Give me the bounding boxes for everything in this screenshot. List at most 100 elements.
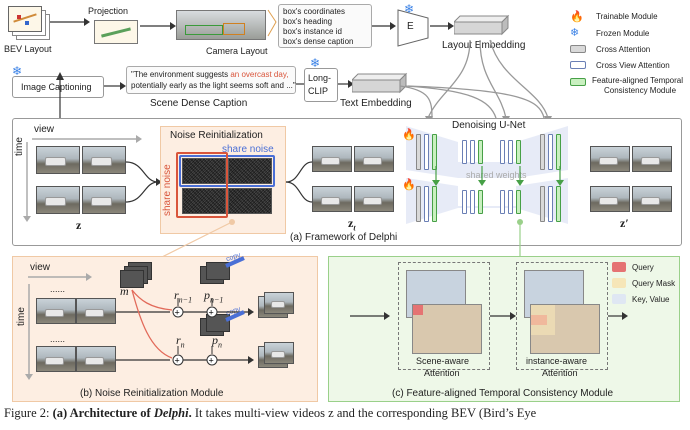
unet-bottom-bar-9: [516, 190, 521, 214]
zprime-frame-2: [632, 146, 672, 172]
plus-3: +: [175, 356, 180, 366]
encoder-block: [397, 9, 429, 47]
p-n-minus-1-label: pn−1: [204, 288, 223, 304]
unet-top-bar-11: [548, 134, 553, 170]
arrows-z-to-noise: [126, 161, 162, 203]
time-arrow: [23, 142, 31, 222]
box-fields-card: box's coordinates box's heading box's in…: [278, 4, 372, 48]
unet-bottom-bar-6: [478, 190, 483, 214]
zprime-frame-3: [590, 186, 630, 212]
r-n-sub: n: [180, 340, 185, 350]
p-n-minus-1-base: p: [204, 288, 210, 302]
p-n-label: pn: [212, 333, 222, 349]
r-n-label: rn: [176, 333, 185, 349]
temporal-module-panel: [328, 256, 680, 402]
unet-top-bar-6: [478, 140, 483, 164]
long-clip-box: Long- CLIP: [304, 68, 338, 102]
temporal-module-caption: (c) Feature-aligned Temporal Consistency…: [392, 388, 614, 399]
scene-frame-front: [412, 304, 482, 354]
unet-bottom-bar-10: [540, 186, 545, 222]
noise-module-frame-top-1: [36, 298, 76, 324]
projection-image: [94, 20, 138, 44]
box-field-instance-id: box's instance id: [283, 27, 342, 36]
instance-aware-label-1: instance-aware: [526, 356, 588, 366]
z-frame-1: [36, 146, 80, 174]
r-n-base: r: [176, 333, 181, 347]
temporal-mid-arrow: [490, 312, 516, 320]
scene-aware-dashed-box: [398, 262, 490, 370]
noise-patch-1: [182, 158, 226, 184]
z-frame-2: [82, 146, 126, 174]
unet-top-bar-4: [462, 140, 467, 164]
zt-frame-1: [312, 146, 352, 172]
noise-module-dots-bottom: ......: [50, 334, 66, 344]
zt-frame-3: [312, 186, 352, 212]
frozen-icon-encoder: ❄: [404, 2, 415, 16]
caption-quote-red: an overcast day,: [230, 70, 289, 79]
image-captioning-label: Image Captioning: [21, 82, 92, 92]
long-clip-label-2: CLIP: [308, 86, 329, 96]
feature-aligned-swatch: [570, 78, 586, 86]
frozen-icon-clip: ❄: [310, 56, 321, 70]
arrow-clip-to-text: [338, 80, 354, 88]
zprime-frame-1: [590, 146, 630, 172]
unet-bottom-bar-5: [470, 190, 475, 214]
unet-bottom-bar-8: [508, 190, 513, 214]
z-label: z: [76, 218, 82, 232]
scene-caption-card: "The environment suggests an overcast da…: [126, 66, 296, 94]
scene-aware-label-2: Attention: [424, 368, 460, 378]
text-embedding-bar: [352, 72, 408, 94]
noise-module-panel: [12, 256, 318, 402]
subpanel-connectors: [159, 219, 523, 259]
temporal-input-arrow: [350, 312, 390, 320]
p-n-minus-1-stack-2: [206, 262, 230, 280]
cross-view-swatch: [570, 61, 586, 69]
zt-frame-4: [354, 186, 394, 212]
instance-aware-dashed-box: [516, 262, 608, 370]
key-value-swatch: [612, 294, 626, 304]
bev-layout-label: BEV Layout: [4, 44, 52, 54]
zt-label-sub: t: [353, 223, 356, 233]
frozen-icon: ❄: [570, 27, 580, 39]
frozen-icon-captioning: ❄: [12, 64, 23, 78]
unet-top-bar-2: [424, 134, 429, 170]
noise-module-frame-top-2: [76, 298, 116, 324]
r-n-minus-1-base: r: [174, 288, 179, 302]
figure-caption-bold-italic: Delphi: [153, 406, 189, 420]
trainable-icon-unet-bottom: 🔥: [402, 179, 416, 191]
shared-weights-label: shared weights: [466, 170, 527, 180]
unet-bottom-bar-11: [548, 186, 553, 222]
unet-top-bar-1: [416, 134, 421, 170]
zprime-frame-4: [632, 186, 672, 212]
unet-bottom-bar-1: [416, 186, 421, 222]
noise-module-view-label: view: [30, 262, 51, 273]
unet-bottom-bar-7: [500, 190, 505, 214]
r-n-minus-1-sub: n−1: [178, 295, 193, 305]
legend-trainable: Trainable Module: [596, 12, 658, 21]
box-field-heading: box's heading: [283, 17, 333, 26]
layout-embedding-label: Layout Embedding: [442, 40, 526, 51]
share-noise-vertical-box: [176, 152, 228, 218]
unet-top-bar-3: [432, 134, 437, 170]
instance-query-mask: [531, 305, 555, 335]
legend-feature-aligned-1: Feature-aligned Temporal: [592, 76, 684, 85]
legend-frozen: Frozen Module: [596, 29, 650, 38]
plus-2: +: [209, 308, 214, 318]
unet-shape: [406, 126, 568, 224]
unet-bottom-bar-2: [424, 186, 429, 222]
arrows-noise-to-zt: [286, 161, 313, 203]
legend-cross-attention: Cross Attention: [596, 45, 651, 54]
caption-quote-line2: potentially early as the light seems sof…: [131, 81, 296, 90]
zt-frame-2: [354, 146, 394, 172]
key-value-label: Key, Value: [632, 295, 670, 304]
noise-module-view-arrow: [28, 273, 92, 281]
figure-caption-bold-end: .: [188, 406, 192, 420]
framework-view-label: view: [34, 124, 55, 135]
instance-aware-label-2: Attention: [542, 368, 578, 378]
camera-layout-label: Camera Layout: [206, 46, 268, 56]
figure-caption: Figure 2: (a) Architecture of Delphi. It…: [4, 406, 688, 421]
share-noise-horizontal-label: share noise: [222, 144, 274, 155]
arrow-projection-to-camera: [140, 22, 176, 30]
embedding-connectors: [56, 39, 552, 124]
